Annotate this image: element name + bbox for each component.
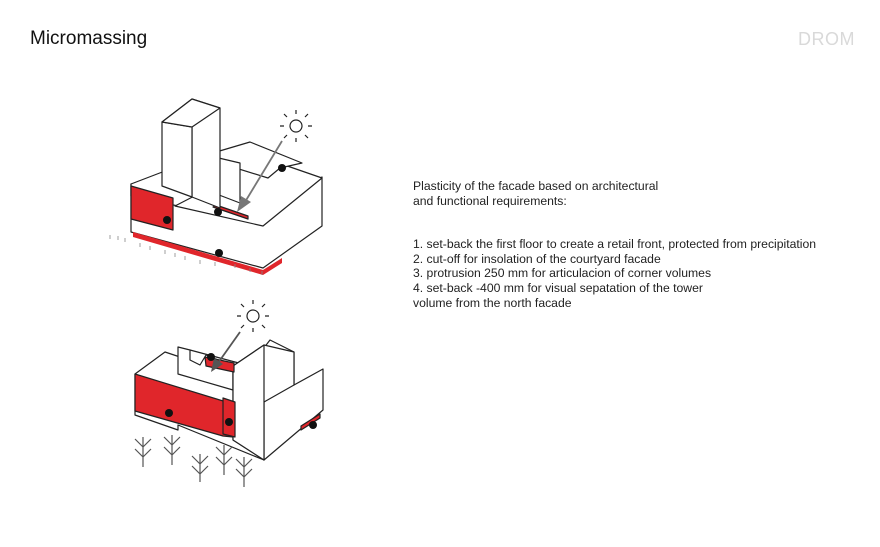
list-item: 4. set-back -400 mm for visual sepatatio… xyxy=(413,280,703,295)
description: Plasticity of the facade based on archit… xyxy=(413,179,816,310)
list-item: 3. protrusion 250 mm for articulacion of… xyxy=(413,266,712,281)
marker-icon xyxy=(165,353,317,429)
red-ground-strip xyxy=(133,232,282,275)
list-item: 2. cut-off for insolation of the courtya… xyxy=(413,251,661,266)
page-title: Micromassing xyxy=(30,28,148,49)
intro-line: Plasticity of the facade based on archit… xyxy=(413,179,659,193)
arrow-icon xyxy=(211,331,241,372)
tree-icon xyxy=(134,435,253,487)
sun-icon xyxy=(237,300,269,332)
massing-diagram-top xyxy=(109,98,323,275)
grass-ticks xyxy=(109,235,263,275)
list-item: 1. set-back the first floor to create a … xyxy=(413,237,817,252)
red-main-facade xyxy=(134,373,234,438)
list-item: volume from the north facade xyxy=(413,295,572,310)
intro-line: and functional requirements: xyxy=(413,193,567,208)
arrow-icon xyxy=(237,140,283,212)
massing-diagram-bottom xyxy=(134,300,324,487)
red-corner-facade xyxy=(130,185,174,231)
marker-icon xyxy=(163,164,286,257)
red-protrusion xyxy=(222,397,236,438)
brand-logo: DROM xyxy=(798,29,855,49)
sun-icon xyxy=(280,110,312,142)
